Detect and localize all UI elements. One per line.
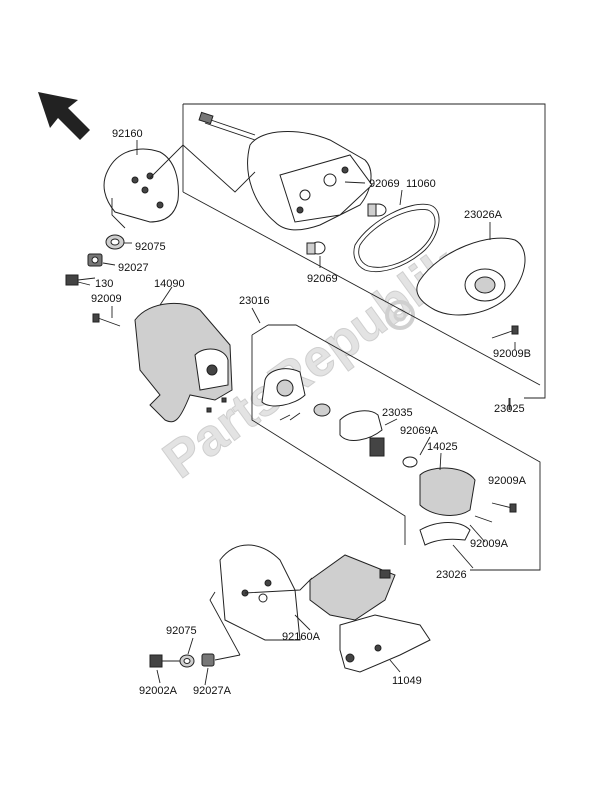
gasket-inner [358,208,436,268]
callout-92075-bottom: 92075 [166,625,197,637]
callout-11060: 11060 [406,178,436,190]
bolt-130 [65,274,96,286]
assembly-bracket-23016 [268,324,541,571]
bolt-92002A [149,654,180,668]
leader-lines [77,140,516,686]
callout-92075-top: 92075 [135,241,166,253]
callout-23025: 23025 [494,403,525,415]
lens-23026 [419,522,471,546]
assembly-bracket-23025 [183,103,546,399]
callout-92009: 92009 [91,293,122,305]
callout-92027A: 92027A [193,685,232,697]
screw-92009B [491,325,519,339]
nut-top [87,253,103,267]
callout-92069-lower: 92069 [307,273,338,285]
taillight-housing [247,131,373,231]
lens-14025 [419,467,476,516]
callout-92009A-upper: 92009A [488,475,527,487]
callout-92002A: 92002A [139,685,178,697]
callout-92027: 92027 [118,262,149,274]
callout-92069-upper: 92069 [369,178,400,190]
watermark-gear-icon [385,300,415,330]
callout-130: 130 [95,278,113,290]
callout-11049: 11049 [392,675,422,687]
callout-23035: 23035 [382,407,413,419]
screw-92009 [92,313,121,327]
callout-92160A: 92160A [282,631,321,643]
license-light-socket [261,368,306,421]
bulb-92069A [402,456,418,468]
bulb-upper [367,203,387,217]
screw-92009A-lower [474,515,493,523]
lens-cover [416,237,526,316]
license-plate-bracket-11049 [309,554,431,673]
callout-14090: 14090 [154,278,185,290]
bulb-lower [306,241,326,255]
nut-92027A [201,653,215,667]
callout-23026: 23026 [436,569,467,581]
wire-lead [198,111,256,141]
screw-92009A-upper [491,502,517,513]
license-light-bulb [313,403,331,417]
callout-23016: 23016 [239,295,270,307]
mounting-plate-92160 [103,148,179,223]
callout-23026A: 23026A [464,209,503,221]
callout-14025: 14025 [427,441,458,453]
housing-cover-14090 [134,302,233,423]
callout-92009B: 92009B [493,348,531,360]
front-direction-arrow-icon [38,92,90,140]
socket-23035 [339,410,385,457]
callout-92160: 92160 [112,128,143,140]
callout-92069A: 92069A [400,425,439,437]
callout-92009A-lower: 92009A [470,538,509,550]
gasket [353,203,440,273]
